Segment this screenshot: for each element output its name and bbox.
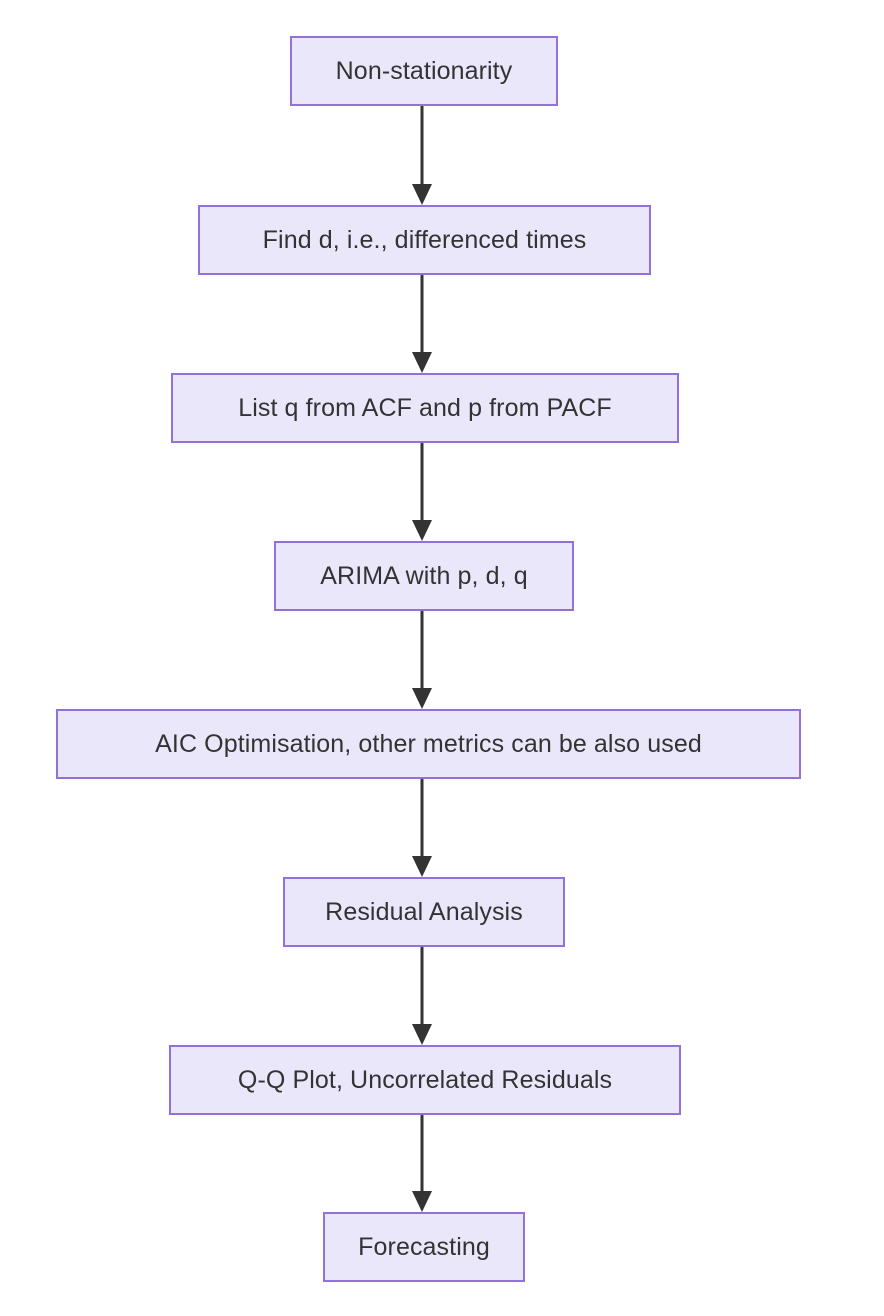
edge-n7-n8 [411, 1115, 433, 1213]
node-list-q-p[interactable]: List q from ACF and p from PACF [171, 373, 679, 443]
edge-n6-n7 [411, 947, 433, 1046]
node-residual-analysis[interactable]: Residual Analysis [283, 877, 565, 947]
edge-n3-n4 [411, 443, 433, 542]
edge-n1-n2 [411, 106, 433, 206]
node-label: Find d, i.e., differenced times [262, 225, 587, 254]
node-qq-plot[interactable]: Q-Q Plot, Uncorrelated Residuals [169, 1045, 681, 1115]
node-label: List q from ACF and p from PACF [238, 393, 612, 422]
edge-n2-n3 [411, 275, 433, 374]
node-arima[interactable]: ARIMA with p, d, q [274, 541, 574, 611]
node-label: Non-stationarity [335, 56, 513, 85]
node-find-d[interactable]: Find d, i.e., differenced times [198, 205, 651, 275]
node-label: Residual Analysis [325, 897, 523, 926]
node-label: AIC Optimisation, other metrics can be a… [155, 729, 702, 758]
node-non-stationarity[interactable]: Non-stationarity [290, 36, 558, 106]
node-label: Forecasting [358, 1232, 490, 1261]
edge-n4-n5 [411, 611, 433, 710]
node-forecasting[interactable]: Forecasting [323, 1212, 525, 1282]
edge-n5-n6 [411, 779, 433, 878]
node-label: Q-Q Plot, Uncorrelated Residuals [237, 1065, 613, 1094]
node-aic-optimisation[interactable]: AIC Optimisation, other metrics can be a… [56, 709, 801, 779]
node-label: ARIMA with p, d, q [320, 561, 528, 590]
